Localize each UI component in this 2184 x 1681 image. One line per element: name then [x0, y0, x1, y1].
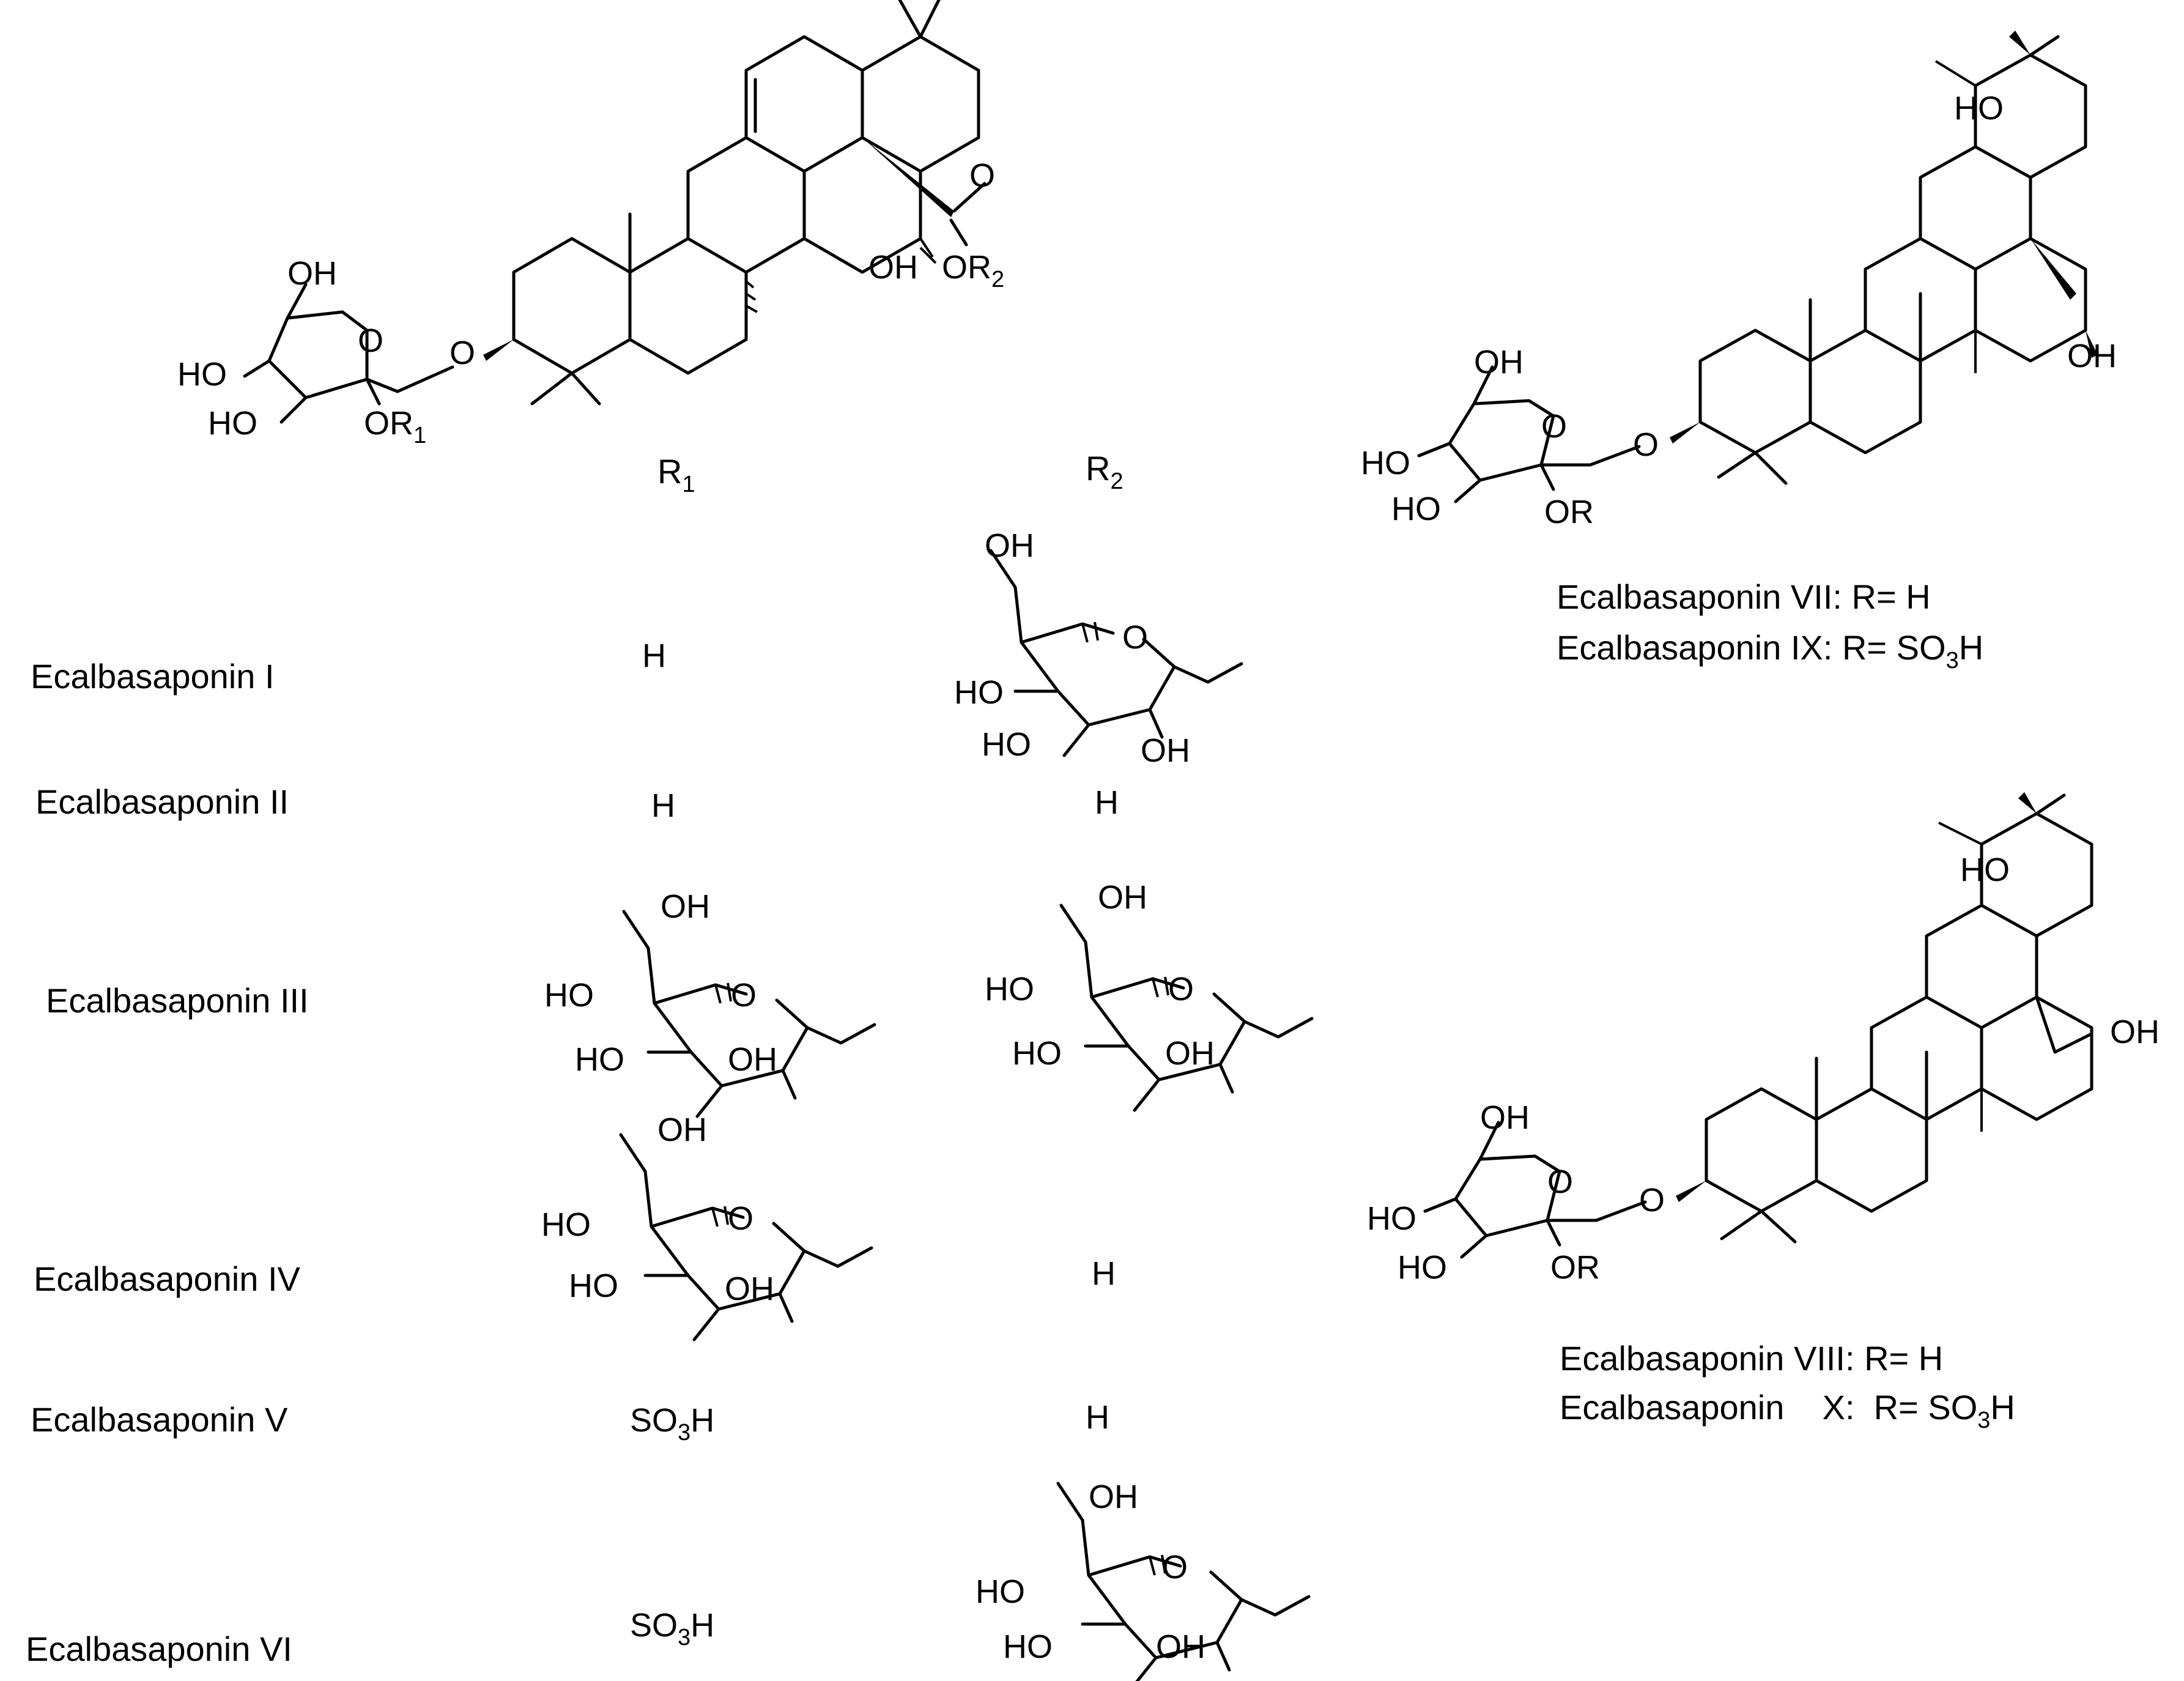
r2-value: H: [1092, 1255, 1116, 1292]
atom-ho: HO: [1960, 852, 2010, 888]
structure-viii-x: HO OH O OH O HO HO OR: [1367, 792, 2160, 1286]
atom-o: O: [1162, 1549, 1188, 1586]
compound-label-x: Ecalbasaponin X: R= SO3H: [1560, 1388, 2015, 1433]
r1-value: H: [642, 637, 666, 674]
atom-oh: OH: [868, 249, 918, 286]
atom-ho: HO: [985, 971, 1034, 1007]
atom-ho: HO: [1391, 491, 1441, 527]
compound-name: Ecalbasaponin V: [31, 1400, 288, 1439]
compound-label-viii: Ecalbasaponin VIII: R= H: [1560, 1339, 1943, 1378]
atom-oh: OH: [661, 888, 710, 925]
atom-o: O: [358, 322, 383, 359]
compound-name: Ecalbasaponin I: [31, 657, 275, 696]
r2-glucose: OH O HO HO OH: [985, 879, 1312, 1110]
template-aglycone-structure: OH O HO HO OR1 O OH O OR2: [177, 0, 1004, 448]
atom-oh: OH: [287, 255, 337, 292]
atom-oh: OH: [1098, 879, 1147, 916]
atom-oh: OH: [728, 1041, 777, 1078]
atom-o: O: [1547, 1163, 1573, 1200]
atom-o: O: [731, 977, 757, 1014]
atom-oh: OH: [985, 527, 1034, 564]
compound-label-vii: Ecalbasaponin VII: R= H: [1557, 577, 1931, 616]
atom-or: OR: [1550, 1249, 1600, 1286]
atom-oh: OH: [1474, 344, 1523, 380]
compound-name: Ecalbasaponin II: [35, 782, 289, 821]
atom-oh: OH: [1141, 732, 1190, 769]
r1-value: SO3H: [630, 1607, 714, 1650]
atom-or1: OR1: [364, 405, 426, 448]
atom-oh: OH: [657, 1111, 707, 1148]
compound-name: Ecalbasaponin III: [46, 981, 309, 1020]
atom-o: O: [728, 1200, 753, 1237]
compound-label-ix: Ecalbasaponin IX: R= SO3H: [1557, 628, 1983, 674]
atom-o: O: [450, 335, 475, 371]
atom-ho: HO: [177, 356, 227, 393]
r2-value: H: [1095, 784, 1119, 821]
atom-o: O: [1168, 971, 1194, 1007]
atom-oh: OH: [2067, 338, 2117, 374]
atom-oh: OH: [1156, 1628, 1205, 1665]
r1-header: R1: [657, 452, 695, 497]
atom-ho: HO: [569, 1267, 618, 1304]
r1-glucose: OH O HO HO OH: [541, 1111, 872, 1340]
atom-ho: HO: [954, 674, 1004, 711]
atom-o: O: [1639, 1182, 1665, 1219]
atom-ho: HO: [1367, 1200, 1416, 1237]
r2-value: H: [1086, 1399, 1109, 1436]
atom-or2: OR2: [942, 249, 1004, 292]
atom-o: O: [1541, 408, 1567, 445]
r1-glucose: OH O HO HO OH: [544, 888, 875, 1116]
atom-ho: HO: [975, 1573, 1025, 1610]
atom-oh: OH: [1165, 1035, 1215, 1072]
atom-ho: HO: [575, 1041, 624, 1078]
r2-glucose: OH O HO HO OH: [954, 527, 1242, 769]
atom-oh: OH: [725, 1271, 774, 1307]
compound-name: Ecalbasaponin IV: [34, 1260, 301, 1298]
atom-ho: HO: [544, 977, 594, 1014]
atom-ho: HO: [1954, 90, 2004, 127]
atom-ho: HO: [541, 1206, 591, 1243]
atom-oh: OH: [1480, 1099, 1530, 1136]
atom-or: OR: [1544, 494, 1594, 530]
atom-oh: OH: [2110, 1014, 2160, 1050]
r1-value: H: [651, 787, 675, 824]
structure-vii-ix: HO OH O OH O HO HO OR: [1361, 31, 2117, 530]
atom-ho: HO: [982, 726, 1031, 763]
r2-glucose: OH O HO HO OH: [975, 1479, 1309, 1681]
atom-ho: HO: [1012, 1035, 1062, 1072]
atom-ho: HO: [208, 405, 257, 442]
compound-name: Ecalbasaponin VI: [26, 1630, 292, 1668]
atom-ho: HO: [1397, 1249, 1447, 1286]
atom-oh: OH: [1089, 1479, 1138, 1515]
atom-ho: HO: [1003, 1628, 1053, 1665]
r1-value: SO3H: [630, 1402, 714, 1445]
atom-ho: HO: [1361, 445, 1410, 481]
atom-o: O: [969, 157, 995, 194]
r2-header: R2: [1086, 449, 1123, 494]
atom-o: O: [1122, 619, 1148, 656]
atom-o: O: [1633, 426, 1659, 463]
